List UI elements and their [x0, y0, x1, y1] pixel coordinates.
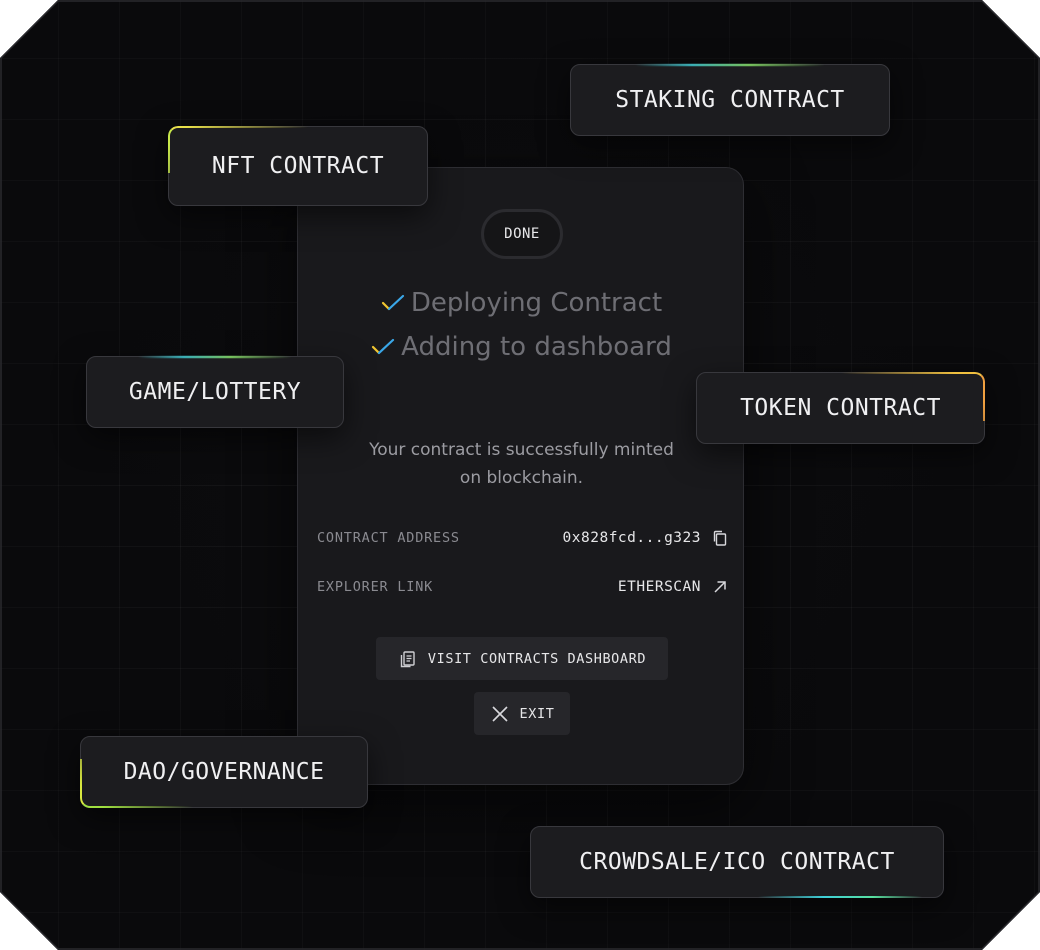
- tag-label: CROWDSALE/ICO CONTRACT: [579, 849, 895, 875]
- tag-glow: [138, 356, 292, 358]
- done-status-badge: DONE: [481, 209, 563, 259]
- step-label: Deploying Contract: [410, 288, 663, 318]
- contract-address-value[interactable]: 0x828fcd...g323: [563, 529, 729, 547]
- tag-staking-contract[interactable]: STAKING CONTRACT: [570, 64, 890, 136]
- tag-token-contract[interactable]: TOKEN CONTRACT: [696, 372, 985, 444]
- step-deploying-contract: Deploying Contract: [298, 288, 745, 318]
- etherscan-link[interactable]: ETHERSCAN: [618, 578, 729, 596]
- step-adding-to-dashboard: Adding to dashboard: [298, 332, 745, 362]
- check-icon: [381, 294, 404, 311]
- close-icon: [491, 705, 508, 722]
- visit-contracts-dashboard-button[interactable]: VISIT CONTRACTS DASHBOARD: [376, 637, 668, 680]
- contract-address-row: CONTRACT ADDRESS 0x828fcd...g323: [317, 529, 729, 547]
- contract-address-text: 0x828fcd...g323: [562, 530, 701, 546]
- arrow-up-right-icon: [714, 581, 726, 593]
- step-label: Adding to dashboard: [401, 332, 672, 362]
- tag-crowdsale-ico-contract[interactable]: CROWDSALE/ICO CONTRACT: [530, 826, 944, 898]
- exit-button-label: EXIT: [519, 705, 555, 722]
- tag-label: STAKING CONTRACT: [615, 87, 845, 113]
- deployment-status-card: DONE Deploying Contract Adding to dashbo…: [297, 167, 744, 785]
- tag-label: NFT CONTRACT: [211, 153, 385, 179]
- tag-game-lottery[interactable]: GAME/LOTTERY: [86, 356, 344, 428]
- tag-nft-contract[interactable]: NFT CONTRACT: [168, 126, 428, 206]
- tag-glow: [634, 64, 826, 66]
- copy-icon[interactable]: [711, 529, 729, 547]
- dashboard-button-label: VISIT CONTRACTS DASHBOARD: [427, 650, 647, 667]
- tag-label: DAO/GOVERNANCE: [123, 759, 325, 785]
- explorer-link-label: EXPLORER LINK: [317, 579, 434, 595]
- explorer-link-row: EXPLORER LINK ETHERSCAN: [317, 578, 729, 596]
- contract-address-label: CONTRACT ADDRESS: [317, 530, 460, 546]
- exit-button[interactable]: EXIT: [474, 692, 570, 735]
- tag-label: TOKEN CONTRACT: [740, 395, 941, 421]
- etherscan-link-text: ETHERSCAN: [617, 579, 701, 595]
- tag-glow: [757, 896, 923, 898]
- check-icon: [372, 338, 395, 355]
- tag-dao-governance[interactable]: DAO/GOVERNANCE: [80, 736, 368, 808]
- success-message: Your contract is successfully minted on …: [369, 440, 674, 488]
- tag-label: GAME/LOTTERY: [128, 379, 302, 405]
- documents-icon: [400, 650, 415, 667]
